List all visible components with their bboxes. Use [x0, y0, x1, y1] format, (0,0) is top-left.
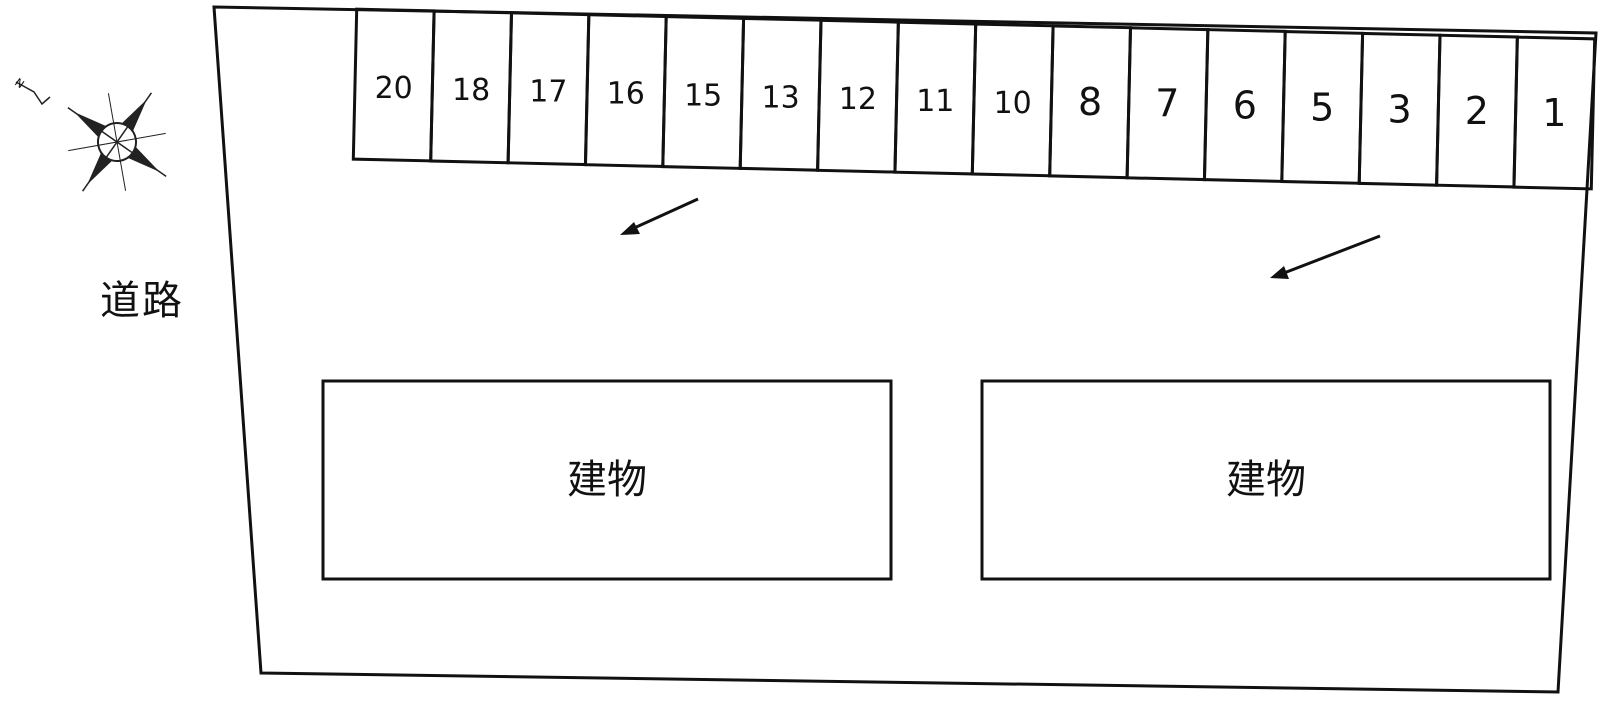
parking-space-number: 18: [452, 73, 490, 108]
parking-space-number: 10: [994, 86, 1032, 121]
parking-space-number: 2: [1465, 89, 1489, 133]
compass-icon: [67, 92, 167, 192]
parking-space: 3: [1357, 31, 1442, 187]
parking-space: 11: [893, 20, 978, 176]
parking-space: 20: [351, 7, 436, 163]
parking-space-number: 12: [839, 82, 877, 117]
building-label: 建物: [1226, 457, 1306, 503]
parking-space: 7: [1125, 26, 1210, 182]
parking-space-number: 20: [375, 71, 413, 106]
building-right: 建物: [980, 379, 1552, 581]
parking-space: 6: [1202, 28, 1287, 183]
road-label: 道路: [100, 278, 184, 324]
parking-spaces: 20 18 17 16 15 13 12 11 10 8 7 6 5 3 2 1: [351, 7, 1597, 191]
parking-space: 18: [429, 9, 514, 165]
parking-space-number: 11: [916, 84, 954, 119]
parking-space-number: 17: [529, 75, 567, 110]
parking-space-number: 13: [762, 80, 800, 115]
direction-arrow-right: [1270, 234, 1381, 279]
building-left: 建物: [321, 379, 893, 581]
parking-space-box: [1512, 35, 1597, 191]
parking-space-number: 7: [1155, 82, 1179, 126]
parking-space: 2: [1435, 33, 1519, 189]
parking-space: 13: [738, 16, 823, 172]
north-label: N: [12, 76, 26, 91]
parking-space: 16: [583, 13, 668, 168]
parking-space: 8: [1048, 24, 1133, 180]
parking-space: 17: [506, 11, 591, 167]
parking-space: 12: [816, 18, 900, 174]
parking-space: 10: [970, 22, 1055, 178]
north-pointer-icon: N: [12, 76, 51, 106]
building-label: 建物: [567, 457, 647, 503]
parking-space-number: 3: [1388, 87, 1412, 131]
parking-space-number: 1: [1542, 91, 1566, 135]
direction-arrow-left: [620, 197, 699, 235]
parking-space: 15: [661, 15, 746, 170]
parking-space-number: 16: [607, 77, 645, 112]
parking-space-number: 6: [1233, 84, 1257, 128]
lot-boundary: [212, 5, 1598, 694]
parking-space-number: 5: [1310, 85, 1334, 129]
parking-space-number: 8: [1078, 80, 1102, 124]
parking-space: 1: [1512, 35, 1597, 191]
parking-space-number: 15: [684, 79, 722, 114]
parking-space: 5: [1280, 30, 1365, 185]
